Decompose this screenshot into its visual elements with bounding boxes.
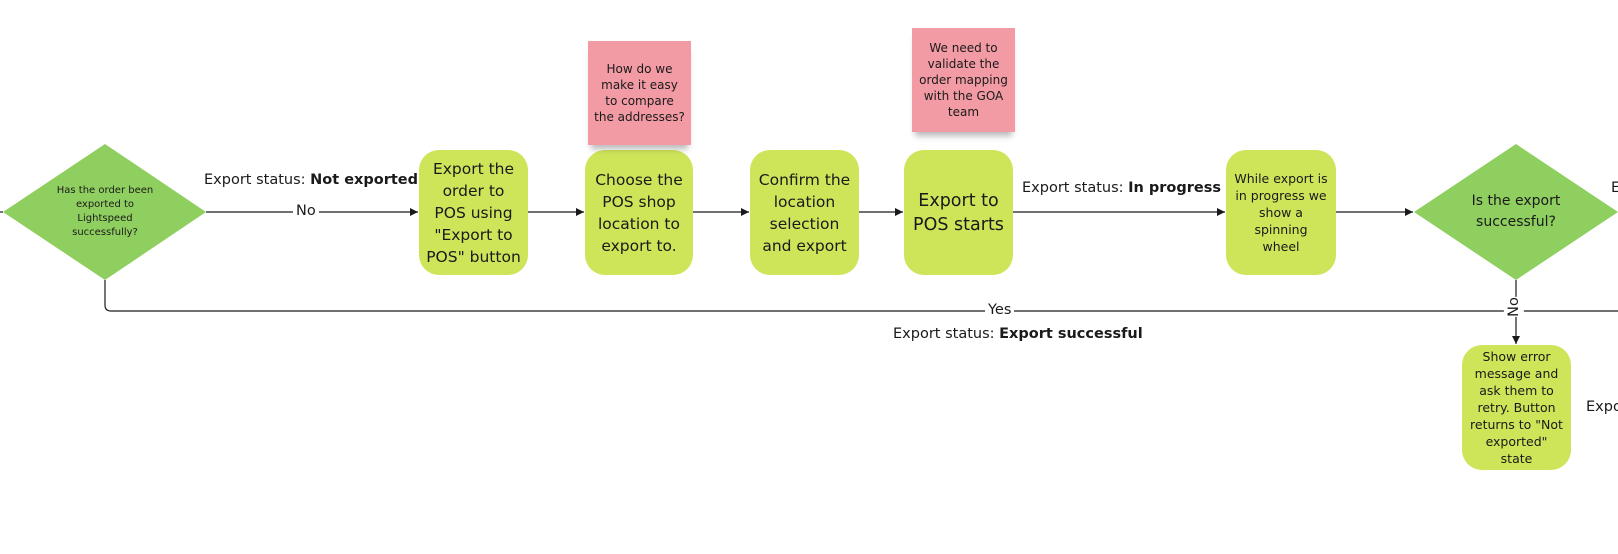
step-spinning-wheel[interactable]: While export is in progress we show a sp… bbox=[1226, 150, 1336, 275]
decision-diamond-exported[interactable] bbox=[3, 144, 206, 280]
edge-label-no-2: No bbox=[1503, 297, 1524, 317]
decision-diamond-success[interactable] bbox=[1414, 144, 1618, 280]
decision-success-text: Is the export successful? bbox=[1471, 193, 1561, 230]
edge-label-no-1: No bbox=[293, 203, 319, 219]
step-confirm-location[interactable]: Confirm the location selection and expor… bbox=[750, 150, 859, 275]
status-label-not-exported: Export status: Not exported bbox=[204, 172, 419, 188]
clipped-label-right-top: E bbox=[1611, 180, 1618, 196]
step-export-button[interactable]: Export the order to POS using "Export to… bbox=[419, 150, 528, 275]
step-show-error[interactable]: Show error message and ask them to retry… bbox=[1462, 345, 1571, 470]
sticky-compare-addresses[interactable]: How do we make it easy to compare the ad… bbox=[588, 41, 691, 145]
connector-yes bbox=[104, 280, 1618, 312]
sticky-validate-mapping[interactable]: We need to validate the order mapping wi… bbox=[912, 28, 1015, 132]
decision-exported-text: Has the order been exported to Lightspee… bbox=[56, 185, 154, 238]
step-export-starts[interactable]: Export to POS starts bbox=[904, 150, 1013, 275]
step-choose-location[interactable]: Choose the POS shop location to export t… bbox=[585, 150, 693, 275]
clipped-label-right-mid: Expo bbox=[1586, 399, 1618, 415]
status-label-export-successful: Export status: Export successful bbox=[893, 326, 1143, 342]
edge-label-yes: Yes bbox=[985, 302, 1015, 318]
status-label-in-progress: Export status: In progress bbox=[1022, 180, 1222, 196]
